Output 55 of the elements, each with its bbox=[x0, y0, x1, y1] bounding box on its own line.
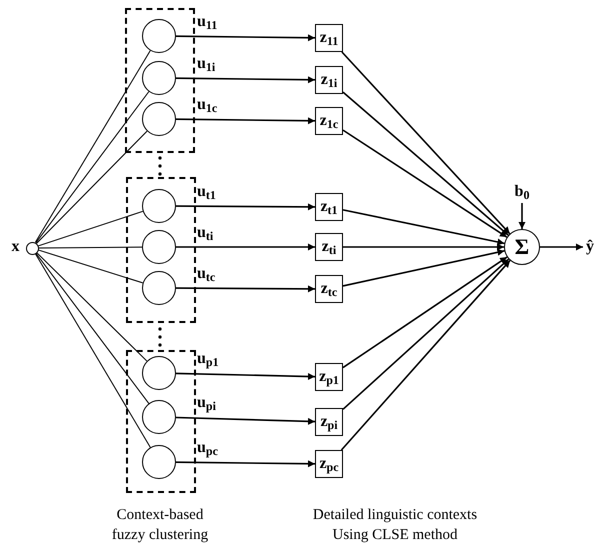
output-box: z$_{pi}$ bbox=[315, 408, 343, 436]
output-box: z$_{t1}$ bbox=[315, 193, 343, 221]
edge-label: u$_{ti}$ bbox=[197, 225, 214, 241]
connector-line bbox=[36, 252, 148, 362]
dashed-group-box bbox=[126, 177, 196, 323]
connector-line bbox=[35, 91, 150, 244]
arrow bbox=[342, 248, 505, 287]
edge-label: u$_{tc}$ bbox=[196, 266, 216, 282]
connector-line bbox=[38, 246, 142, 248]
dashed-group-box bbox=[126, 350, 196, 492]
input-label: x bbox=[12, 238, 20, 254]
arrow bbox=[176, 34, 315, 42]
arrow bbox=[341, 51, 510, 234]
output-box: z$_{1c}$ bbox=[315, 107, 343, 135]
arrow bbox=[176, 372, 316, 380]
edge-label: u$_{1i}$ bbox=[196, 56, 216, 72]
arrow bbox=[518, 203, 526, 229]
output-box: z$_{ti}$ bbox=[315, 233, 343, 261]
output-box: z$_{1i}$ bbox=[315, 66, 343, 94]
arrow bbox=[342, 258, 510, 410]
output-box: z$_{11}$ bbox=[315, 24, 343, 52]
edge-label: u$_{pc}$ bbox=[196, 440, 218, 456]
arrow bbox=[176, 285, 315, 292]
caption: Context-based fuzzy clustering bbox=[110, 506, 210, 545]
arrow bbox=[342, 92, 509, 236]
arrow bbox=[176, 460, 315, 468]
arrow bbox=[176, 203, 315, 210]
connector-line bbox=[34, 50, 151, 243]
connector-line bbox=[38, 210, 144, 246]
connector-line bbox=[38, 249, 144, 284]
arrow bbox=[342, 129, 508, 238]
arrow bbox=[343, 244, 504, 250]
arrow bbox=[176, 76, 315, 84]
arrow bbox=[176, 416, 316, 425]
edge-label: u$_{t1}$ bbox=[196, 184, 216, 200]
arrow bbox=[176, 117, 315, 124]
arrow bbox=[342, 256, 508, 368]
symbol-text: ŷ bbox=[583, 235, 597, 259]
symbol-text: b$_{0}$ bbox=[510, 181, 534, 203]
edge-label: u$_{11}$ bbox=[196, 14, 218, 30]
arrow bbox=[176, 244, 315, 250]
caption: Detailed linguistic contexts Using CLSE method bbox=[312, 506, 478, 545]
arrow bbox=[342, 209, 505, 246]
arrow bbox=[340, 260, 511, 451]
edge-label: u$_{1c}$ bbox=[196, 97, 218, 114]
edge-label: u$_{p1}$ bbox=[196, 351, 219, 368]
edge-label: u$_{pi}$ bbox=[196, 395, 216, 412]
arrow bbox=[540, 244, 583, 250]
output-box: z$_{pc}$ bbox=[315, 450, 343, 478]
connector-line bbox=[36, 130, 148, 244]
output-box: z$_{tc}$ bbox=[315, 275, 343, 303]
connector-line bbox=[34, 253, 151, 448]
dashed-group-box bbox=[125, 8, 195, 152]
connector-line bbox=[35, 252, 150, 404]
output-box: z$_{p1}$ bbox=[315, 363, 343, 391]
